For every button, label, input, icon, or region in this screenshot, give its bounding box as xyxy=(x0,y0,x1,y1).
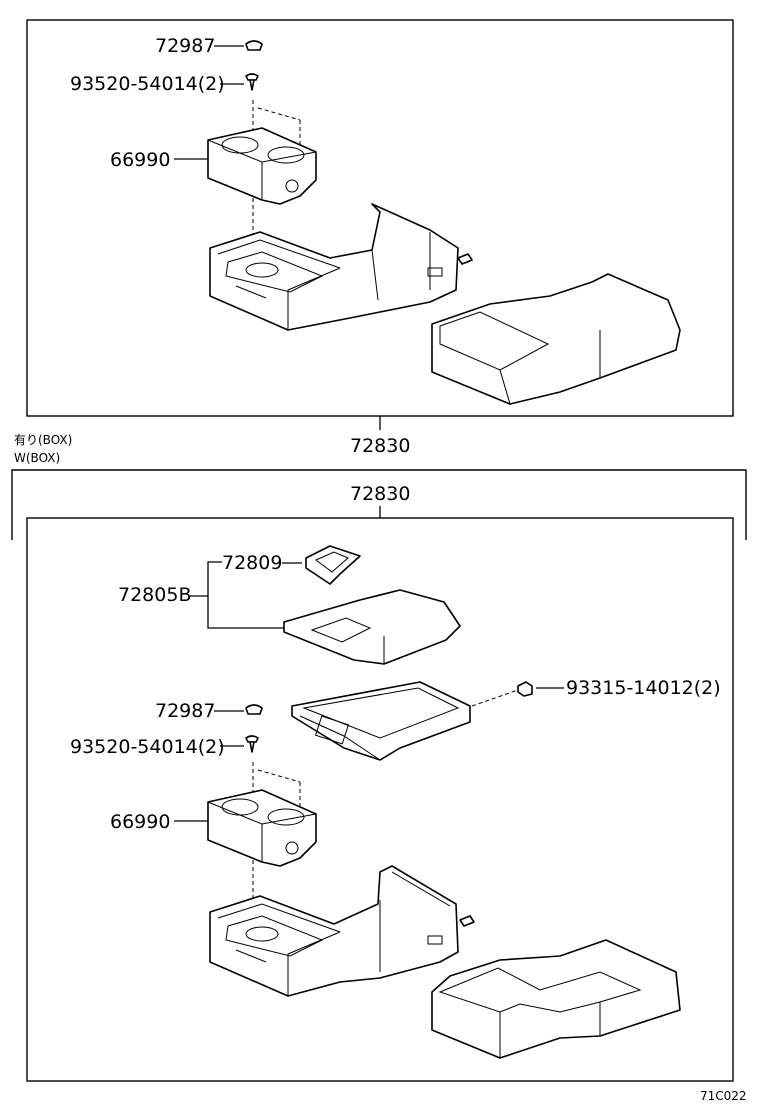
upper-screw-part xyxy=(245,73,259,91)
diagram-code: 71C022 xyxy=(700,1089,747,1103)
lower-screw-label: 93520-54014(2) xyxy=(70,736,225,758)
upper-console-base xyxy=(209,203,473,331)
upper-lid-part xyxy=(431,273,681,405)
lower-bolt-part xyxy=(517,681,533,697)
upper-cupholder-part xyxy=(207,127,317,205)
mid-note-line2: W(BOX) xyxy=(14,451,60,465)
lower-knob-part xyxy=(305,545,361,585)
lower-cap-label: 72987 xyxy=(155,700,215,722)
lower-cupholder-label: 66990 xyxy=(110,811,170,833)
upper-cap-part xyxy=(245,40,263,51)
lower-outer-bracket xyxy=(11,469,747,540)
upper-cap-label: 72987 xyxy=(155,35,215,57)
mid-assembly-label: 72830 xyxy=(350,435,410,457)
upper-screw-label: 93520-54014(2) xyxy=(70,73,225,95)
upper-cupholder-label: 66990 xyxy=(110,149,170,171)
lower-cupholder-part xyxy=(207,789,317,867)
mid-note-line1: 有り(BOX) xyxy=(14,433,72,447)
lower-bolt-label: 93315-14012(2) xyxy=(566,677,721,699)
lower-lid-label: 72805B xyxy=(118,584,191,606)
lower-knob-label: 72809 xyxy=(222,552,282,574)
lower-cap-part xyxy=(245,704,263,715)
lower-assembly-label: 72830 xyxy=(350,483,410,505)
lower-frame xyxy=(26,517,734,1082)
lower-screw-part xyxy=(245,735,259,753)
lower-armrest-part xyxy=(431,939,681,1059)
lower-lid-part xyxy=(283,589,461,665)
lower-console-base xyxy=(209,865,475,997)
lower-tray-part xyxy=(291,681,471,761)
